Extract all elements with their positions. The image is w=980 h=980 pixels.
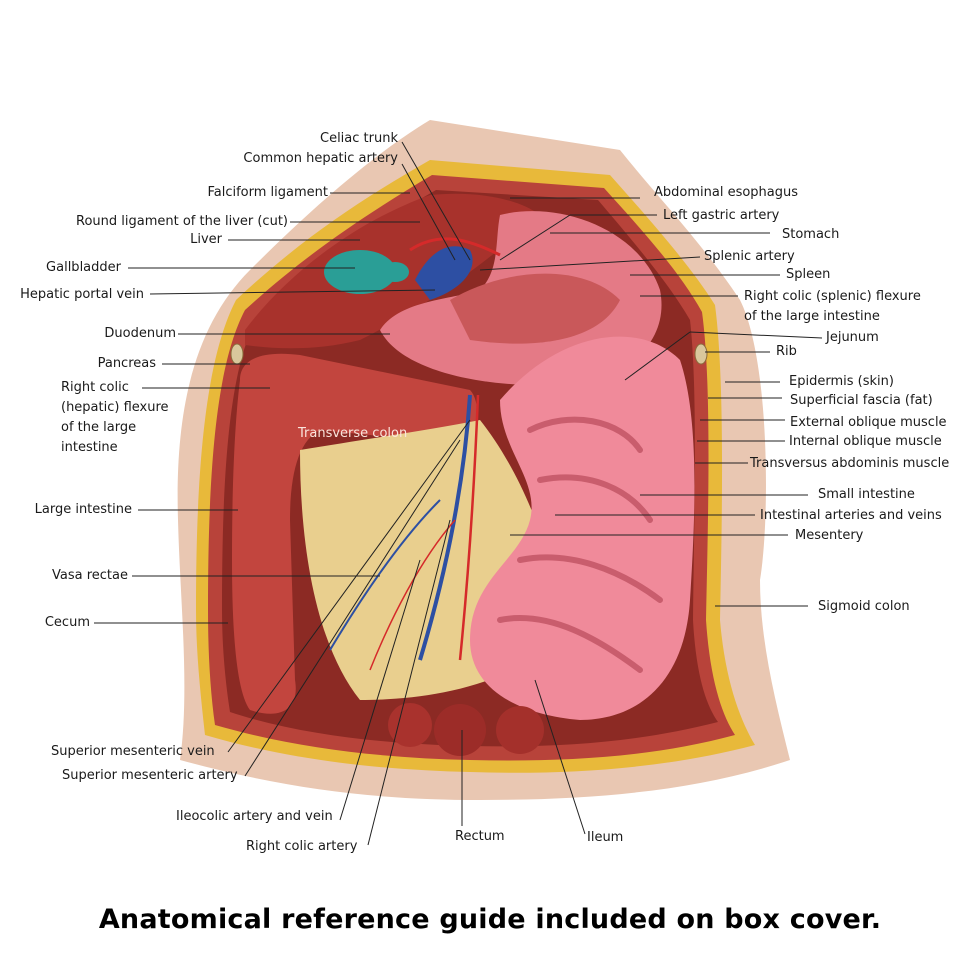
label-right-colic-artery: Right colic artery	[246, 839, 358, 854]
label-common-hepatic-artery: Common hepatic artery	[243, 151, 398, 166]
small-intestine-shape	[470, 336, 695, 720]
label-round-ligament: Round ligament of the liver (cut)	[76, 214, 288, 229]
label-hepatic-portal-vein: Hepatic portal vein	[20, 287, 144, 302]
label-transverse-colon: Transverse colon	[298, 426, 408, 441]
label-vasa-rectae: Vasa rectae	[52, 568, 128, 583]
label-ileum: Ileum	[587, 830, 624, 845]
label-epidermis: Epidermis (skin)	[789, 374, 894, 389]
label-sigmoid-colon: Sigmoid colon	[818, 599, 910, 614]
rib-left	[230, 343, 244, 365]
caption: Anatomical reference guide included on b…	[98, 904, 882, 935]
gallbladder-shape	[324, 250, 396, 294]
label-ileocolic-artery-vein: Ileocolic artery and vein	[176, 809, 333, 824]
label-external-oblique: External oblique muscle	[790, 415, 947, 430]
label-left-gastric-artery: Left gastric artery	[663, 208, 780, 223]
label-rib: Rib	[776, 344, 797, 359]
label-small-intestine: Small intestine	[818, 487, 915, 502]
label-cecum: Cecum	[44, 615, 90, 630]
label-right-colic-hepatic-flexure: Right colic (hepatic) flexure of the lar…	[61, 380, 169, 455]
label-pancreas: Pancreas	[97, 356, 156, 371]
rib-right	[694, 343, 708, 365]
label-spleen: Spleen	[786, 267, 831, 282]
stomach-rugae	[450, 273, 620, 344]
portal-vessels	[415, 246, 473, 300]
label-large-intestine: Large intestine	[34, 502, 132, 517]
label-superior-mesenteric-vein: Superior mesenteric vein	[51, 744, 215, 759]
label-falciform-ligament: Falciform ligament	[207, 185, 328, 200]
large-intestine-shape	[232, 353, 478, 714]
label-transversus-abdominis: Transversus abdominis muscle	[750, 456, 950, 471]
label-duodenum: Duodenum	[104, 326, 176, 341]
label-internal-oblique: Internal oblique muscle	[789, 434, 942, 449]
label-mesentery: Mesentery	[795, 528, 864, 543]
label-superior-mesenteric-artery: Superior mesenteric artery	[62, 768, 238, 783]
label-abdominal-esophagus: Abdominal esophagus	[654, 185, 799, 200]
label-liver: Liver	[190, 232, 222, 247]
label-right-colic-splenic-flexure: Right colic (splenic) flexure of the lar…	[744, 289, 921, 324]
label-stomach: Stomach	[782, 227, 840, 242]
label-gallbladder: Gallbladder	[46, 260, 121, 275]
leader-lines	[94, 141, 823, 846]
label-intestinal-arteries-veins: Intestinal arteries and veins	[760, 508, 942, 523]
label-splenic-artery: Splenic artery	[704, 249, 795, 264]
label-rectum: Rectum	[455, 829, 505, 844]
label-superficial-fascia: Superficial fascia (fat)	[790, 393, 933, 408]
label-jejunum: Jejunum	[826, 330, 879, 345]
label-celiac-trunk: Celiac trunk	[320, 131, 398, 146]
